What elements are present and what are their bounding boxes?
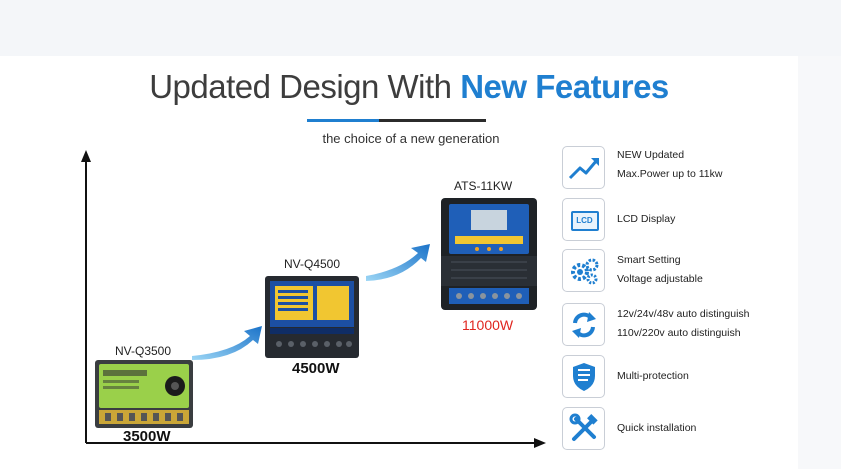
feature-text-power: NEW Updated Max.Power up to 11kw — [617, 146, 722, 184]
feature-line: Voltage adjustable — [617, 273, 703, 285]
title-part-1: Updated Design With — [149, 68, 461, 105]
feature-icon-box-3 — [562, 249, 605, 292]
feature-icon-box-1 — [562, 146, 605, 189]
feature-line: Smart Setting — [617, 254, 681, 266]
feature-line: Multi-protection — [617, 370, 689, 382]
feature-text-auto: 12v/24v/48v auto distinguish 110v/220v a… — [617, 305, 750, 343]
product-model-nv-q3500: NV-Q3500 — [115, 344, 172, 358]
arrow-2 — [366, 244, 430, 281]
feature-line: 110v/220v auto distinguish — [617, 327, 741, 339]
product-image-nv-q3500 — [95, 360, 193, 428]
product-model-nv-q4500: NV-Q4500 — [284, 257, 341, 271]
product-image-nv-q4500 — [265, 276, 359, 358]
feature-line: LCD Display — [617, 213, 676, 225]
top-band — [0, 0, 841, 56]
feature-text-lcd: LCD Display — [617, 210, 675, 229]
feature-icon-box-2: LCD — [562, 198, 605, 241]
feature-line: Max.Power up to 11kw — [617, 168, 723, 180]
product-power-nv-q3500: 3500W — [123, 428, 171, 445]
refresh-icon — [571, 311, 596, 338]
product-model-ats-11kw: ATS-11KW — [454, 179, 513, 193]
feature-text-smart: Smart Setting Voltage adjustable — [617, 251, 703, 289]
title-underline-dark — [379, 119, 486, 122]
right-band — [798, 56, 841, 469]
feature-line: NEW Updated — [617, 149, 685, 161]
feature-icon-box-6 — [562, 407, 605, 450]
title-underline-accent — [307, 119, 379, 122]
lcd-icon-label: LCD — [576, 216, 593, 225]
product-power-ats-11kw: 11000W — [462, 317, 514, 333]
product-image-ats-11kw — [441, 198, 537, 310]
lcd-icon: LCD — [568, 208, 600, 232]
title-part-2: New Features — [460, 68, 669, 105]
shield-icon — [572, 362, 595, 391]
trend-up-icon — [568, 157, 599, 179]
feature-line: Quick installation — [617, 422, 697, 434]
feature-text-protection: Multi-protection — [617, 367, 689, 386]
subtitle: the choice of a new generation — [322, 131, 500, 146]
page-title: Updated Design With New Features — [0, 68, 818, 106]
feature-line: 12v/24v/48v auto distinguish — [617, 308, 750, 320]
arrow-1 — [192, 326, 262, 360]
feature-icon-box-4 — [562, 303, 605, 346]
tools-icon — [569, 413, 598, 441]
feature-icon-box-5 — [562, 355, 605, 398]
product-power-nv-q4500: 4500W — [292, 360, 340, 377]
gears-icon — [570, 258, 598, 284]
feature-text-installation: Quick installation — [617, 419, 696, 438]
